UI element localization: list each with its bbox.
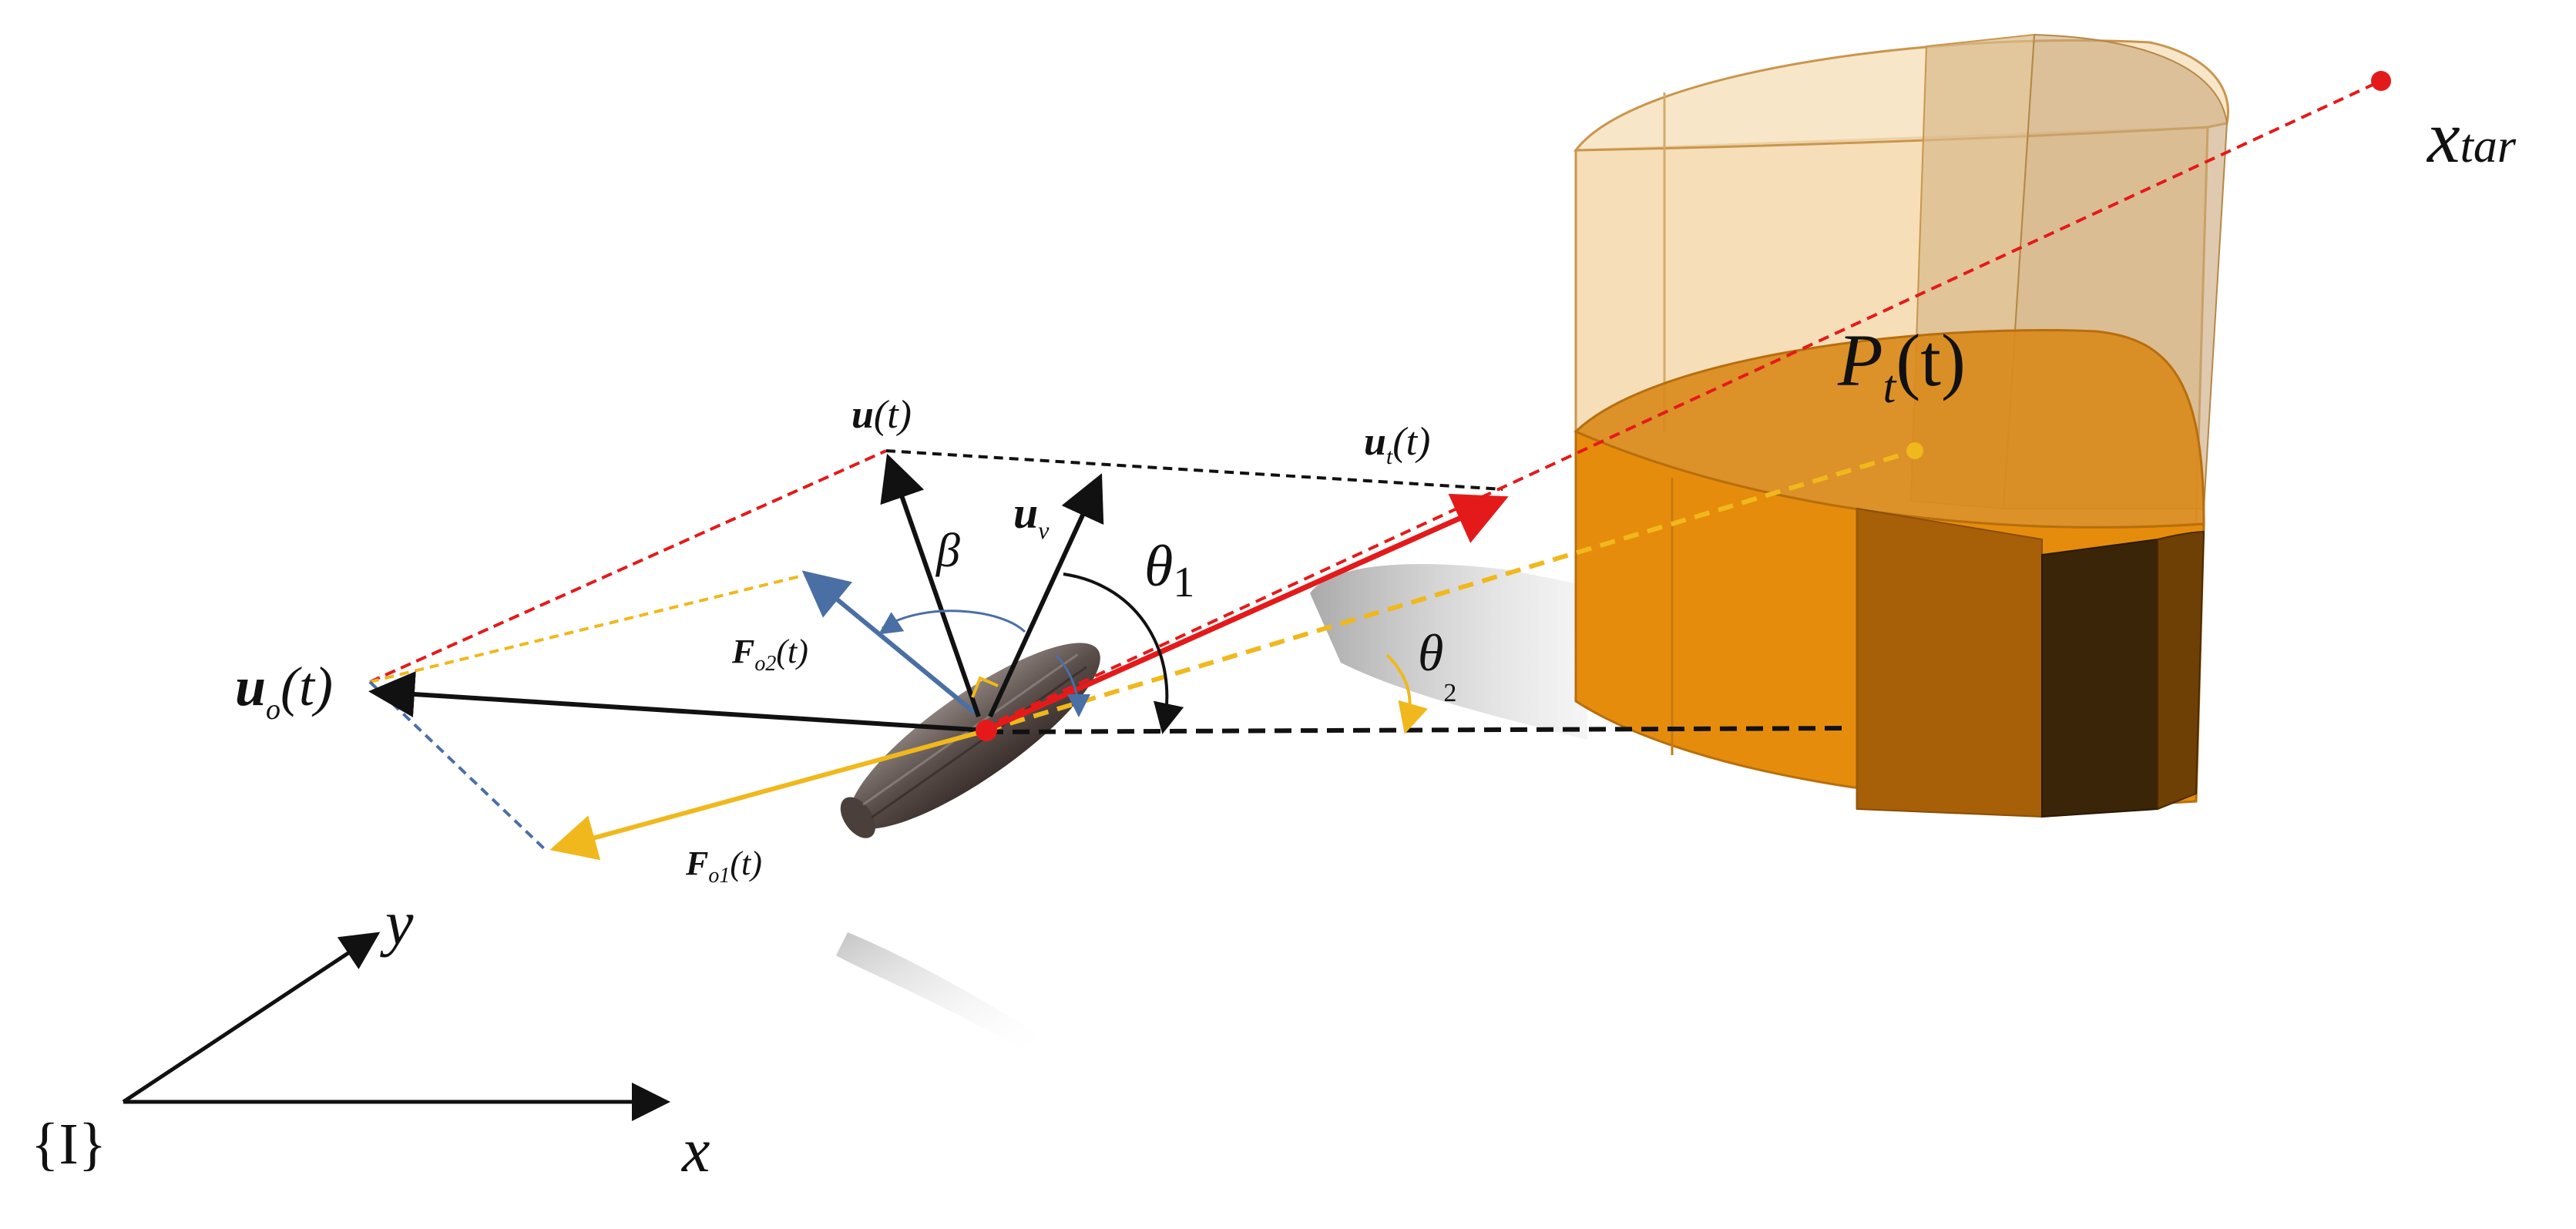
f-o1-label: Fo1(t)	[685, 845, 762, 888]
x-tar-label: xtar	[2426, 96, 2517, 178]
frame-y-axis	[122, 932, 381, 1104]
axis-x-label: x	[681, 1115, 710, 1185]
theta2-label: θ2	[1418, 623, 1456, 707]
obstacle-lower-mid	[1856, 507, 2043, 818]
u-t-label: ut(t)	[1364, 420, 1430, 469]
dashed-black-top	[885, 449, 1503, 491]
dashed-red-line	[369, 449, 887, 683]
frame-label: {I}	[31, 1112, 106, 1177]
theta1-label: θ1	[1144, 534, 1194, 606]
beta-arc-right	[1054, 653, 1090, 717]
f-o1-arrow	[549, 728, 987, 861]
u-arrow	[880, 453, 981, 717]
u-v-arrow	[988, 473, 1104, 718]
obstacle-lower-dark	[2041, 538, 2158, 818]
theta1-arc	[1063, 573, 1184, 734]
right-angle-mark	[971, 676, 999, 698]
vehicle-position-point	[976, 720, 997, 741]
p-t-label: Pt(t)	[1837, 319, 1966, 412]
u-o-arrow	[368, 671, 987, 733]
f-o2-arrow	[801, 570, 976, 715]
f-o2-label: Fo2(t)	[731, 633, 808, 676]
beta-label: β	[935, 525, 960, 577]
theta2-arc	[1385, 653, 1429, 734]
obstacle-lower-top	[1573, 329, 2205, 529]
dashed-blue-lower	[368, 680, 549, 853]
dashed-red-target	[982, 79, 2382, 730]
vehicle	[840, 643, 1100, 838]
u-o-label: uo(t)	[235, 656, 333, 726]
dashed-yellow-upper	[369, 573, 810, 683]
u-v-label: uv	[1013, 488, 1050, 544]
u-label: u(t)	[851, 393, 912, 437]
obstacle-center-point	[1906, 442, 1923, 459]
vehicle-reflection	[836, 932, 1048, 1052]
axis-y-label: y	[380, 888, 414, 958]
obstacle-shadow	[1310, 563, 1587, 740]
dashed-yellow-target	[986, 448, 1916, 733]
beta-arc-left	[878, 612, 905, 635]
beta-arc	[882, 609, 1026, 633]
obstacle	[1573, 33, 2229, 818]
target-point	[2371, 71, 2391, 91]
obstacle-lower-right	[2157, 530, 2205, 811]
